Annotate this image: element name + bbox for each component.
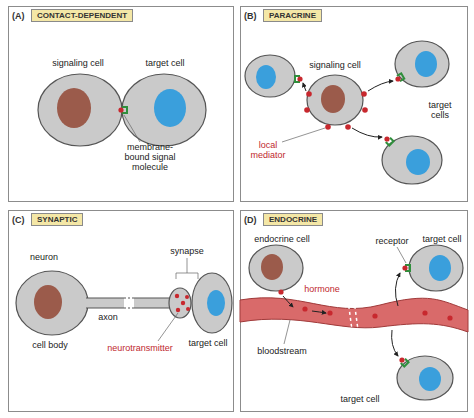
axon-break: [124, 298, 134, 308]
panel-heading: CONTACT-DEPENDENT: [31, 9, 133, 22]
bloodstream-vessel: [240, 298, 468, 332]
cell-label: signaling cell: [43, 58, 113, 68]
hormone-dot: [447, 315, 452, 320]
vessel-break: [348, 300, 352, 330]
signaling-cell: [307, 75, 363, 125]
cell-label: receptor: [367, 236, 417, 246]
signal-molecule: [297, 76, 302, 81]
panel-heading: ENDOCRINE: [263, 213, 323, 226]
diffusion-arrow: [352, 128, 382, 137]
signal-molecule: [361, 91, 367, 97]
cell-label: endocrine cell: [247, 234, 317, 244]
hormone-dot: [327, 310, 332, 315]
target-cell: [397, 356, 453, 400]
vessel-break: [354, 300, 358, 330]
neurotransmitter-dot: [181, 301, 185, 305]
nucleus: [419, 367, 441, 391]
nucleus: [154, 89, 186, 127]
molecule-label: neurotransmitter: [100, 343, 180, 353]
diffusion-arrow: [368, 81, 393, 91]
target-cell: [122, 74, 206, 146]
neurotransmitter-dot: [185, 295, 189, 299]
signal-molecule: [362, 107, 368, 113]
leader-line: [397, 247, 406, 263]
receptor-symbol: [385, 137, 395, 147]
synapse-bracket: [176, 258, 198, 279]
transport-arrow: [283, 296, 293, 307]
target-cell: [409, 245, 463, 291]
leader-line: [284, 320, 290, 344]
molecule-label: local mediator: [249, 140, 287, 160]
axon-shape: [134, 298, 174, 308]
transport-arrow: [312, 311, 326, 313]
signal-molecule: [118, 107, 123, 112]
signal-molecule: [345, 124, 351, 130]
cell-label: synapse: [165, 246, 209, 256]
neurotransmitter-dot: [176, 308, 180, 312]
leader-line: [124, 115, 140, 142]
cell-label: axon: [93, 312, 123, 322]
panel-heading: PARACRINE: [263, 9, 322, 22]
axon-terminal: [169, 288, 191, 318]
signaling-cell: [38, 74, 122, 146]
leader-line: [158, 313, 178, 341]
signal-molecule: [304, 107, 310, 113]
panel-letter: (A): [12, 10, 25, 22]
signal-molecule: [384, 136, 389, 141]
nucleus: [406, 149, 430, 175]
cell-label: target cell: [417, 234, 467, 244]
endocrine-cell: [249, 245, 303, 291]
target-cell: [192, 273, 232, 333]
transport-arrow: [392, 330, 398, 356]
signal-molecule: [395, 76, 400, 81]
cell-label: neuron: [19, 252, 69, 262]
cell-label: target cells: [424, 100, 456, 120]
hormone-dot: [372, 313, 377, 318]
panel-letter: (D): [244, 214, 257, 226]
cell-label: membrane-bound signal molecule: [122, 142, 178, 172]
target-cell: [395, 41, 449, 87]
cell-label: target cell: [183, 338, 233, 348]
cell-label: signaling cell: [300, 60, 370, 70]
nucleus: [34, 285, 62, 319]
leader-line: [282, 128, 325, 142]
hormone-dot: [278, 289, 283, 294]
nucleus: [429, 255, 451, 281]
nucleus: [57, 88, 91, 128]
hormone-dot: [422, 310, 427, 315]
panel-letter: (C): [12, 214, 25, 226]
signal-molecule: [325, 124, 331, 130]
hormone-dot: [302, 306, 307, 311]
nucleus: [261, 254, 283, 280]
nucleus: [207, 290, 225, 316]
hormone-dot: [402, 265, 407, 270]
panel-heading: SYNAPTIC: [31, 213, 83, 226]
transport-arrow: [395, 273, 400, 306]
target-cell: [245, 55, 295, 97]
axon-shape: [86, 298, 124, 308]
receptor-symbol: [400, 358, 410, 368]
signal-molecule: [306, 91, 312, 97]
cell-label: cell body: [25, 340, 75, 350]
panel-letter: (B): [244, 10, 257, 22]
cell-label: target cell: [335, 394, 385, 404]
neurotransmitter-dot: [175, 294, 179, 298]
neurotransmitter-dot: [186, 307, 190, 311]
axon-outline: [86, 298, 174, 308]
hormone-dot: [399, 357, 404, 362]
nucleus: [415, 51, 437, 77]
diffusion-arrow: [303, 83, 306, 91]
neuron-cell-body: [16, 271, 88, 335]
target-cell: [382, 136, 442, 184]
nucleus: [321, 85, 345, 113]
cell-label: target cell: [135, 58, 195, 68]
molecule-label: hormone: [297, 284, 347, 294]
nucleus: [256, 65, 276, 89]
cell-label: bloodstream: [252, 346, 312, 356]
